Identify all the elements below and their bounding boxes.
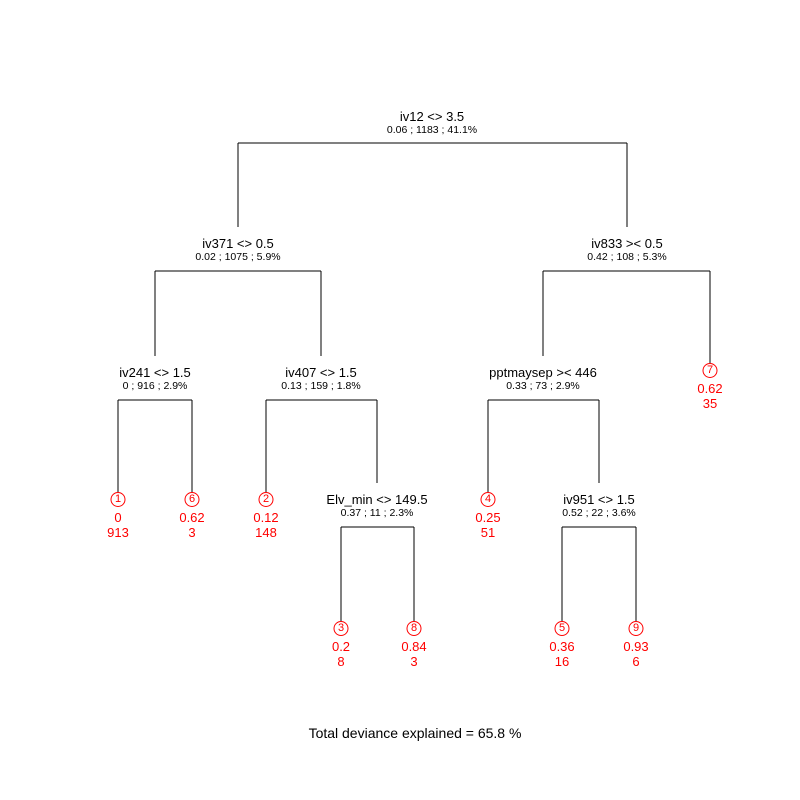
split-stats-RLR: 0.52 ; 22 ; 3.6% xyxy=(562,507,636,519)
leaf-number-circle-1: 1 xyxy=(110,492,126,507)
split-rule-R: iv833 >< 0.5 xyxy=(591,236,663,251)
leaf-count-9: 6 xyxy=(632,654,640,669)
split-stats-LR: 0.13 ; 159 ; 1.8% xyxy=(281,380,361,392)
split-stats-root: 0.06 ; 1183 ; 41.1% xyxy=(386,124,478,136)
leaf-mean-8: 0.84 xyxy=(401,639,427,654)
leaf-count-8: 3 xyxy=(410,654,418,669)
split-rule-LR: iv407 <> 1.5 xyxy=(285,365,357,380)
leaf-mean-1: 0 xyxy=(114,510,122,525)
leaf-number-circle-7: 7 xyxy=(702,363,718,378)
split-rule-LL: iv241 <> 1.5 xyxy=(119,365,191,380)
split-rule-L: iv371 <> 0.5 xyxy=(202,236,274,251)
leaf-number-circle-4: 4 xyxy=(480,492,496,507)
leaf-number-circle-8: 8 xyxy=(406,621,422,636)
leaf-mean-7: 0.62 xyxy=(697,381,723,396)
leaf-number-circle-2: 2 xyxy=(258,492,274,507)
leaf-mean-5: 0.36 xyxy=(549,639,575,654)
total-deviance-explained: Total deviance explained = 65.8 % xyxy=(308,725,522,741)
leaf-number-circle-5: 5 xyxy=(554,621,570,636)
leaf-count-4: 51 xyxy=(480,525,496,540)
leaf-count-1: 913 xyxy=(107,525,129,540)
leaf-mean-4: 0.25 xyxy=(475,510,501,525)
leaf-count-5: 16 xyxy=(554,654,570,669)
split-stats-R: 0.42 ; 108 ; 5.3% xyxy=(587,251,667,263)
split-stats-LRR: 0.37 ; 11 ; 2.3% xyxy=(340,507,414,519)
leaf-mean-3: 0.2 xyxy=(331,639,351,654)
leaf-number-circle-6: 6 xyxy=(184,492,200,507)
split-rule-RL: pptmaysep >< 446 xyxy=(489,365,597,380)
leaf-mean-6: 0.62 xyxy=(179,510,205,525)
split-stats-L: 0.02 ; 1075 ; 5.9% xyxy=(195,251,281,263)
leaf-mean-2: 0.12 xyxy=(253,510,279,525)
split-rule-LRR: Elv_min <> 149.5 xyxy=(326,492,428,507)
split-stats-RL: 0.33 ; 73 ; 2.9% xyxy=(506,380,580,392)
leaf-number-circle-9: 9 xyxy=(628,621,644,636)
leaf-mean-9: 0.93 xyxy=(623,639,649,654)
split-rule-root: iv12 <> 3.5 xyxy=(399,109,465,124)
leaf-count-2: 148 xyxy=(255,525,277,540)
leaf-count-3: 8 xyxy=(337,654,345,669)
split-stats-LL: 0 ; 916 ; 2.9% xyxy=(122,380,188,392)
leaf-count-6: 3 xyxy=(188,525,196,540)
leaf-number-circle-3: 3 xyxy=(333,621,349,636)
split-rule-RLR: iv951 <> 1.5 xyxy=(563,492,635,507)
leaf-count-7: 35 xyxy=(702,396,718,411)
